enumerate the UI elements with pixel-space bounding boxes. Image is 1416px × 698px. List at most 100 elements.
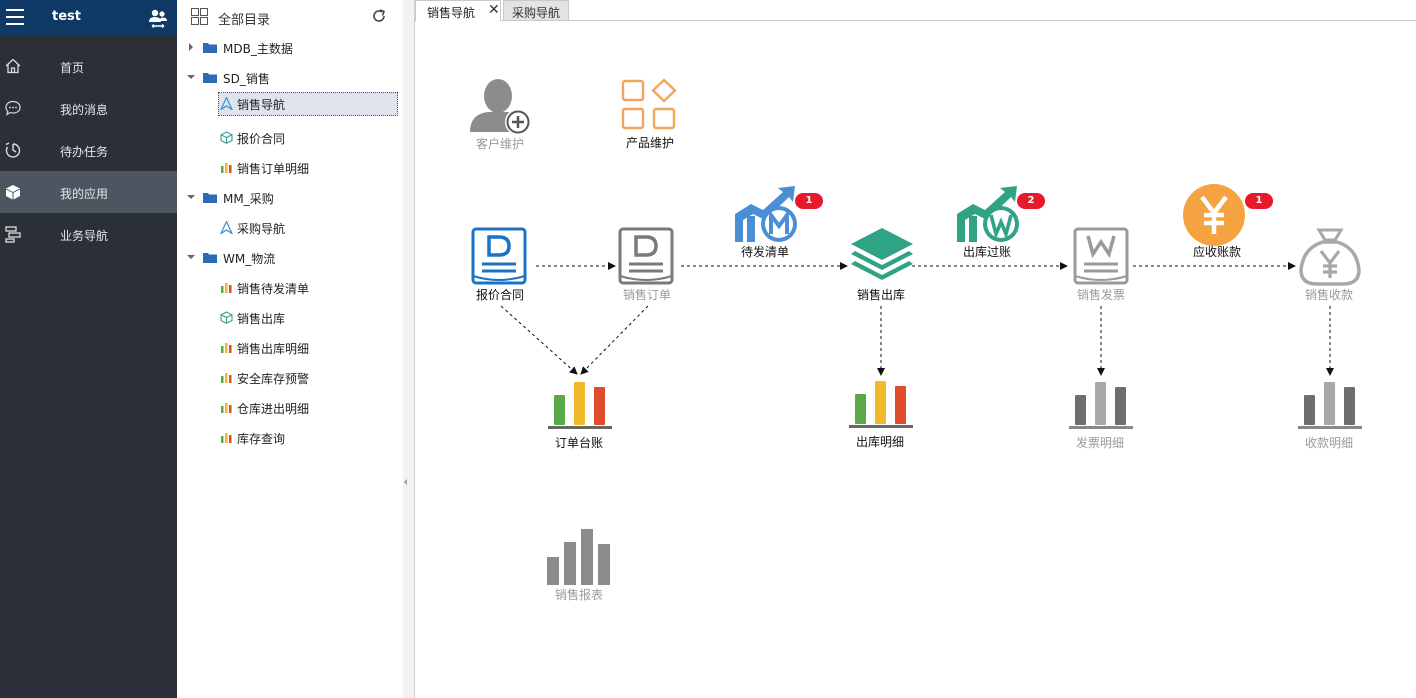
tile-outbound-posting[interactable]: 2 出库过账 [937,184,1047,260]
tree-folder-label: MDB_主数据 [223,42,293,56]
count-badge: 1 [1245,193,1273,209]
grid-icon [191,8,208,25]
cube-icon [220,311,233,324]
tree-item-warehouse-flow[interactable]: 仓库进出明细 [218,396,388,420]
tree-item-stock-query[interactable]: 库存查询 [218,426,388,450]
sidebar-item-tasks[interactable]: 待办任务 [0,129,177,171]
refresh-icon[interactable] [371,8,387,24]
tab-label: 销售导航 [427,6,476,20]
sidebar-item-label: 业务导航 [60,229,109,243]
catalog-tree-panel: 全部目录 MDB_主数据 SD_销售 销售导航 报价合同 销售订单明细 MM_采… [177,0,403,698]
tree-item-label: 仓库进出明细 [237,402,310,416]
tab-sales-nav[interactable]: 销售导航 ✕ [415,0,501,22]
sidebar-item-business-nav[interactable]: 业务导航 [0,213,177,255]
tree-item-sales-nav[interactable]: 销售导航 [218,92,398,116]
tile-order-ledger[interactable]: 订单台账 [529,379,629,455]
tile-label: 产品维护 [625,136,674,150]
tile-label: 出库过账 [962,245,1011,259]
switch-user-icon[interactable] [146,6,170,30]
count-badge: 1 [795,193,823,209]
tile-sales-order[interactable]: 销售订单 [597,226,697,304]
tile-product-maintenance[interactable]: 产品维护 [600,76,700,151]
tile-sales-invoice[interactable]: 销售发票 [1051,226,1151,304]
tile-label: 出库明细 [855,435,904,449]
panel-splitter[interactable] [403,0,415,698]
tree-item-quote[interactable]: 报价合同 [218,126,388,150]
caret-down-icon[interactable] [187,253,195,261]
tree-folder-label: MM_采购 [223,192,274,206]
bar-chart-icon [221,163,232,173]
document-d-icon [471,227,527,285]
tree-item-label: 采购导航 [237,222,286,236]
tile-label: 发票明细 [1075,436,1124,450]
tree-item-label: 报价合同 [237,132,286,146]
tree-folder-mdb[interactable]: MDB_主数据 [187,36,397,60]
tile-label: 销售报表 [554,588,603,602]
cube-icon [220,131,233,144]
close-icon[interactable]: ✕ [488,2,500,18]
yuan-coin-icon [1183,184,1245,246]
flow-arrows [500,262,1334,376]
tree-folder-sd[interactable]: SD_销售 [187,66,397,90]
tile-sales-report[interactable]: 销售报表 [529,527,629,605]
arrow-order-to-ledger [580,305,649,375]
tile-sales-outbound[interactable]: 销售出库 [831,226,931,304]
tree-folder-label: SD_销售 [223,72,270,86]
tile-label: 报价合同 [475,288,524,302]
flow-icon [5,226,21,243]
sidebar-item-home[interactable]: 首页 [0,45,177,87]
tree-item-pending-list[interactable]: 销售待发清单 [218,276,388,300]
tile-label: 销售收款 [1304,288,1353,302]
tree-header: 全部目录 [177,0,403,32]
report-chart-icon [547,529,610,585]
sidebar-item-my-apps[interactable]: 我的应用 [0,171,177,213]
tree-item-label: 销售订单明细 [237,162,310,176]
tree-item-label: 销售出库明细 [237,342,310,356]
sidebar-item-label: 首页 [60,61,85,75]
tree-item-label: 销售待发清单 [237,282,310,296]
tree-item-purchase-nav[interactable]: 采购导航 [218,216,388,240]
tree-folder-label: WM_物流 [223,252,276,266]
tile-label: 销售发票 [1076,288,1125,302]
bar-chart-icon [221,403,232,413]
tile-pending-list[interactable]: 1 待发清单 [715,184,825,260]
document-d-icon [618,227,674,285]
tile-label: 应收账款 [1192,245,1241,259]
tree-folder-wm[interactable]: WM_物流 [187,246,397,270]
bar-chart-icon [221,373,232,383]
tile-sales-receipt[interactable]: 销售收款 [1279,226,1379,304]
menu-toggle-icon[interactable] [6,9,24,25]
tile-accounts-receivable[interactable]: 1 应收账款 [1167,184,1277,260]
tree-item-outbound-detail[interactable]: 销售出库明细 [218,336,388,360]
tile-label: 销售出库 [856,288,905,302]
sidebar-item-messages[interactable]: 我的消息 [0,87,177,129]
tile-invoice-detail[interactable]: 发票明细 [1050,379,1150,455]
tile-label: 收款明细 [1304,436,1353,450]
collapse-arrow-icon[interactable] [404,479,407,485]
bar-chart-icon [221,343,232,353]
bar-chart-icon [849,381,913,428]
tile-customer-maintenance[interactable]: 客户维护 [450,76,550,151]
tab-purchase-nav[interactable]: 采购导航 [503,0,569,21]
folder-icon [203,253,217,263]
caret-right-icon[interactable] [187,43,195,51]
tree-item-safety-stock[interactable]: 安全库存预警 [218,366,388,390]
tree-item-sales-order-detail[interactable]: 销售订单明细 [218,156,388,180]
money-bag-icon [1299,228,1361,286]
folder-icon [203,43,217,53]
trend-w-icon [957,186,1019,242]
caret-down-icon[interactable] [187,193,195,201]
tree-item-sales-outbound[interactable]: 销售出库 [218,306,388,330]
trend-m-icon [735,186,797,242]
tree-folder-mm[interactable]: MM_采购 [187,186,397,210]
sidebar-item-label: 我的应用 [60,187,109,201]
caret-down-icon[interactable] [187,73,195,81]
arrow-quote-to-ledger [500,305,578,375]
folder-icon [203,193,217,203]
tile-receipt-detail[interactable]: 收款明细 [1279,379,1379,455]
add-user-icon [470,79,531,135]
tree-item-label: 库存查询 [237,432,286,446]
sidebar-item-label: 待办任务 [60,145,109,159]
tile-outbound-detail[interactable]: 出库明细 [830,378,930,454]
tile-quote-contract[interactable]: 报价合同 [450,226,550,304]
